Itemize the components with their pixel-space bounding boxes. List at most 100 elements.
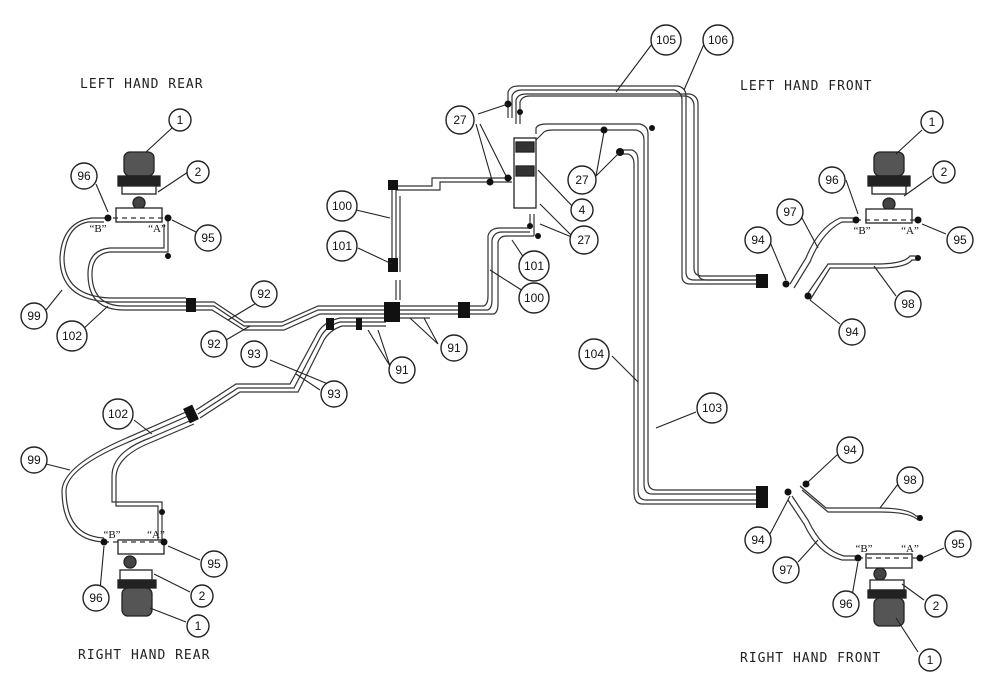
line-99-left-rear: [59, 217, 186, 303]
line-104: [535, 123, 760, 491]
svg-text:102: 102: [108, 407, 128, 421]
callout-lr-99: 99: [20, 302, 48, 330]
svg-text:93: 93: [247, 347, 261, 361]
svg-text:2: 2: [195, 165, 202, 179]
svg-text:96: 96: [89, 591, 103, 605]
svg-text:92: 92: [257, 287, 271, 301]
svg-text:105: 105: [656, 33, 676, 47]
line-106: [519, 95, 760, 277]
callout-rr-95: 95: [200, 550, 228, 578]
callout-rr-96: 96: [82, 584, 110, 612]
callout-rr-102: 102: [102, 398, 134, 430]
chamber-right-rear: [117, 539, 165, 617]
callout-rr-1: 1: [186, 614, 210, 638]
svg-text:99: 99: [27, 309, 41, 323]
svg-text:93: 93: [327, 387, 341, 401]
port-a-left-front: “A”: [901, 225, 919, 237]
svg-text:27: 27: [577, 233, 591, 247]
callout-lr-95: 95: [194, 224, 222, 252]
callout-106: 106: [702, 24, 734, 56]
callout-rf-98: 98: [896, 466, 924, 494]
valve-block: [513, 137, 537, 209]
callout-lr-2: 2: [186, 160, 210, 184]
callout-rf-96: 96: [832, 590, 860, 618]
callout-91-b: 91: [440, 334, 468, 362]
callout-100-lower: 100: [518, 282, 550, 314]
line-102-right-rear: [111, 419, 193, 540]
port-b-right-rear: “B”: [103, 529, 120, 541]
line-101-lower: [470, 235, 534, 315]
callout-lr-1: 1: [168, 108, 192, 132]
svg-text:1: 1: [177, 113, 184, 127]
svg-text:100: 100: [332, 199, 352, 213]
callout-27-lower: 27: [569, 225, 599, 255]
svg-text:103: 103: [702, 401, 722, 415]
callout-lf-2: 2: [932, 160, 956, 184]
svg-text:91: 91: [395, 363, 409, 377]
svg-text:94: 94: [845, 325, 859, 339]
line-99-right-rear: [61, 411, 187, 543]
chamber-left-front: [865, 151, 913, 224]
line-100-lower: [470, 227, 530, 307]
callout-92-b: 92: [200, 330, 228, 358]
callout-101-upper: 101: [326, 230, 358, 262]
callout-lr-102: 102: [56, 320, 88, 352]
svg-text:92: 92: [207, 337, 221, 351]
callout-rf-94-top: 94: [836, 436, 864, 464]
label-right-hand-rear: RIGHT HAND REAR: [78, 648, 211, 663]
callout-rf-95: 95: [944, 530, 972, 558]
callout-rf-94-bottom: 94: [744, 526, 772, 554]
callout-93-b: 93: [320, 380, 348, 408]
svg-text:97: 97: [779, 563, 793, 577]
label-right-hand-front: RIGHT HAND FRONT: [740, 651, 882, 666]
line-98-left-front: [805, 255, 918, 297]
svg-text:2: 2: [199, 589, 206, 603]
callout-lr-96: 96: [70, 162, 98, 190]
chamber-left-rear: [115, 151, 163, 223]
fittings: [100, 100, 924, 562]
callout-27-right: 27: [567, 165, 597, 195]
leader-lines: [45, 43, 947, 653]
svg-text:27: 27: [575, 173, 589, 187]
callout-100-upper: 100: [326, 190, 358, 222]
callout-105: 105: [650, 24, 682, 56]
svg-text:96: 96: [77, 169, 91, 183]
callout-93-a: 93: [240, 340, 268, 368]
line-103: [618, 149, 760, 501]
callout-rr-2: 2: [190, 584, 214, 608]
port-a-right-rear: “A”: [147, 529, 165, 541]
svg-text:94: 94: [843, 443, 857, 457]
callout-lf-96: 96: [818, 166, 846, 194]
line-97-right-front: [791, 495, 858, 557]
svg-text:106: 106: [708, 33, 728, 47]
svg-text:94: 94: [751, 233, 765, 247]
svg-text:100: 100: [524, 291, 544, 305]
svg-text:95: 95: [201, 231, 215, 245]
port-b-left-rear: “B”: [89, 223, 106, 235]
line-102-left-rear: [91, 220, 186, 307]
callout-lf-94-bottom: 94: [838, 318, 866, 346]
callout-27-left: 27: [445, 105, 475, 135]
svg-text:99: 99: [27, 453, 41, 467]
callout-lf-95: 95: [946, 226, 974, 254]
callout-91-a: 91: [388, 356, 416, 384]
svg-text:4: 4: [579, 203, 586, 217]
line-97-left-front: [789, 217, 854, 285]
svg-text:94: 94: [751, 533, 765, 547]
label-left-hand-front: LEFT HAND FRONT: [740, 79, 873, 94]
brake-lines: [59, 85, 922, 561]
svg-text:104: 104: [584, 347, 604, 361]
svg-text:97: 97: [783, 205, 797, 219]
svg-text:102: 102: [62, 329, 82, 343]
callout-103: 103: [696, 392, 728, 424]
svg-text:101: 101: [332, 239, 352, 253]
callout-rr-99: 99: [20, 446, 48, 474]
callout-lf-1: 1: [920, 110, 944, 134]
svg-text:2: 2: [933, 599, 940, 613]
svg-text:96: 96: [825, 173, 839, 187]
port-a-right-front: “A”: [901, 543, 919, 555]
callout-lf-94-top: 94: [744, 226, 772, 254]
svg-text:95: 95: [951, 537, 965, 551]
port-a-left-rear: “A”: [148, 223, 166, 235]
